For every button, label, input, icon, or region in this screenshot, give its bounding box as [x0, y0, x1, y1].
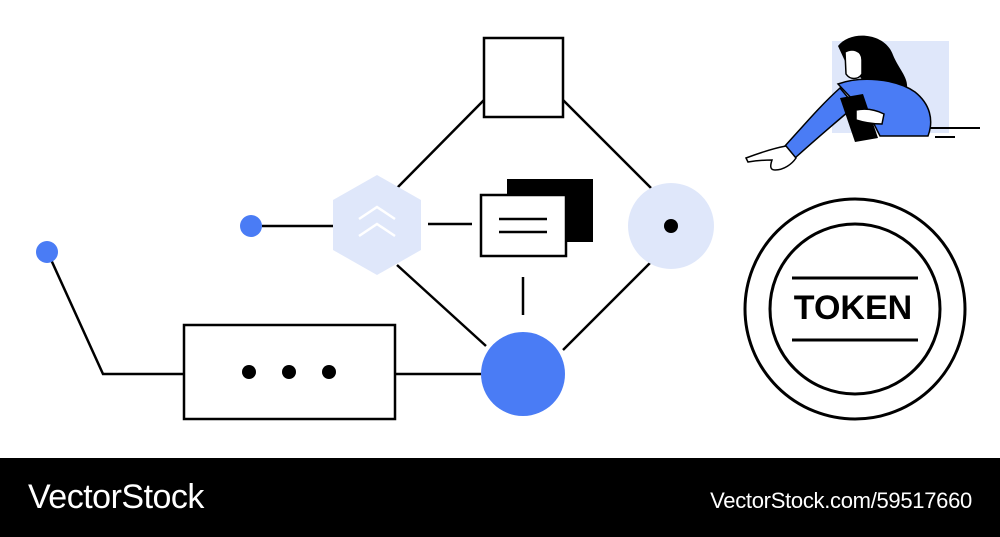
target-circle-icon [628, 183, 714, 269]
footer-bar: VectorStock VectorStock.com/59517660 [0, 458, 1000, 537]
image-reference: VectorStock.com/59517660 [710, 488, 972, 513]
blue-dot-icon [36, 241, 58, 263]
square-node-icon [482, 36, 565, 119]
coin-token-icon: TOKEN [743, 197, 967, 421]
blockchain-token-illustration: TOKEN [36, 35, 980, 421]
woman-pointing-figure [744, 35, 980, 171]
ellipsis-box-icon [182, 323, 397, 421]
blue-dot-icon [240, 215, 262, 237]
blue-circle-node-icon [481, 332, 565, 416]
token-label: TOKEN [794, 289, 912, 327]
network-lines [46, 99, 652, 376]
brand-logo: VectorStock [28, 478, 204, 516]
hexagon-chevron-icon [333, 175, 421, 275]
document-stack-icon [479, 179, 593, 258]
